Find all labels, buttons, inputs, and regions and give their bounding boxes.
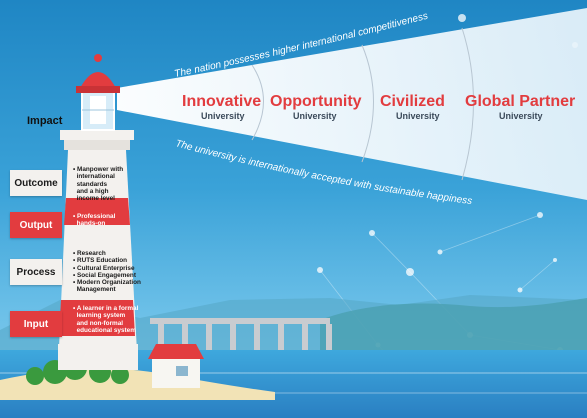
small-house: [148, 344, 204, 388]
impact-label: Impact: [27, 115, 63, 127]
list-item: educational system: [76, 326, 136, 334]
list-item: Professional: [73, 213, 115, 220]
label-output: Output: [10, 212, 62, 238]
list-item: learning system: [76, 312, 126, 320]
beam-stage-title: Global Partner: [465, 93, 576, 110]
beam-stage-subtitle: University: [396, 111, 440, 121]
beam-dividers: [251, 27, 474, 181]
beam-stage-subtitle: University: [201, 111, 245, 121]
beam-stage-title: Opportunity: [270, 93, 362, 110]
beam-stage-innovative: Innovative University: [182, 93, 261, 121]
list-item: RUTS Education: [73, 257, 141, 264]
bridge: [150, 318, 332, 350]
list-item: Manpower with: [73, 166, 123, 173]
list-item: Social Engagement: [73, 272, 141, 279]
process-list: Research RUTS Education Cultural Enterpr…: [73, 250, 141, 294]
list-item: Modern Organization: [73, 279, 141, 286]
beam-stage-opportunity: Opportunity University: [270, 93, 362, 121]
list-item: hands-on: [76, 220, 106, 228]
list-item: Management: [76, 286, 116, 294]
list-item: Research: [73, 250, 141, 257]
beam-stage-subtitle: University: [293, 111, 337, 121]
beam-stage-title: Innovative: [182, 93, 262, 110]
beam-stage-title: Civilized: [380, 93, 445, 110]
label-outcome: Outcome: [10, 170, 62, 196]
list-item: A learner in a formal: [73, 305, 139, 312]
beam-stage-civilized: Civilized University: [380, 93, 445, 121]
list-item: and a high: [76, 187, 109, 195]
list-item: standards: [76, 180, 108, 188]
list-item: income level: [76, 195, 115, 203]
output-list: Professional hands-on: [73, 213, 116, 228]
label-input: Input: [10, 311, 62, 337]
list-item: international: [76, 173, 115, 181]
list-item: Cultural Enterprise: [73, 265, 141, 272]
lighthouse-gallery: [60, 130, 134, 140]
beam-stage-subtitle: University: [499, 111, 543, 121]
label-process: Process: [10, 259, 62, 285]
beam-stage-global-partner: Global Partner University: [465, 93, 575, 121]
list-item: and non-formal: [76, 319, 124, 327]
beam-bottom-text: The university is internationally accept…: [174, 138, 473, 207]
outcome-list: Manpower with international standards an…: [73, 166, 124, 203]
input-list: A learner in a formal learning system an…: [73, 305, 139, 334]
beam-top-text: The nation possesses higher internationa…: [173, 11, 429, 80]
